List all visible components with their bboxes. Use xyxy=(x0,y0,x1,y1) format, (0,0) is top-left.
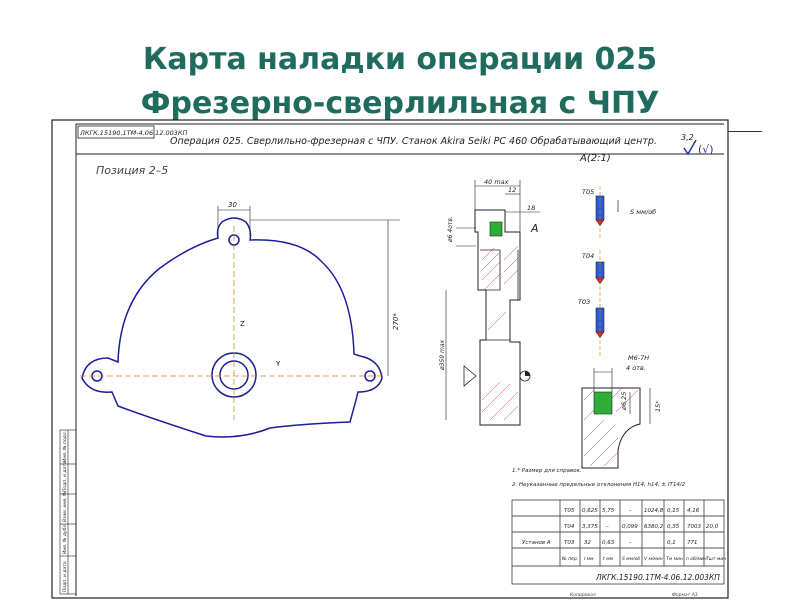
svg-text:V м/мин: V м/мин xyxy=(644,556,663,562)
svg-text:–: – xyxy=(629,540,632,546)
axis-y-label: Y xyxy=(275,360,281,368)
dim-12: 12 xyxy=(508,186,516,194)
svg-text:Подп. и дата: Подп. и дата xyxy=(62,561,68,592)
dim-270: 270* xyxy=(392,313,400,330)
svg-text:Инв. № подл.: Инв. № подл. xyxy=(62,431,68,462)
stamp-format: Формат А3 xyxy=(672,592,698,598)
svg-text:l мм: l мм xyxy=(584,556,594,562)
top-stamp-box xyxy=(77,125,155,139)
section-view xyxy=(463,209,531,426)
svg-text:S мм/об: S мм/об xyxy=(622,556,640,562)
tool-T03: Т03 xyxy=(578,298,605,356)
svg-text:3,375: 3,375 xyxy=(582,524,598,530)
slide-title-line-2: Фрезерно-сверлильная с ЧПУ xyxy=(140,86,660,121)
thread-label: М6-7Н xyxy=(628,354,649,362)
detail-section xyxy=(581,387,641,469)
svg-text:0,625: 0,625 xyxy=(582,508,598,514)
dim-15: 15* xyxy=(654,400,662,412)
svg-text:0,15: 0,15 xyxy=(667,508,680,514)
svg-text:Tм мин: Tм мин xyxy=(666,556,683,562)
svg-text:Подп. и дата: Подп. и дата xyxy=(62,461,68,492)
svg-text:Взам. инв. №: Взам. инв. № xyxy=(62,491,68,522)
svg-text:7003: 7003 xyxy=(687,524,701,530)
svg-text:0,63: 0,63 xyxy=(602,540,615,546)
note-2: 2. Неуказанные предельные отклонения Н14… xyxy=(512,482,686,488)
svg-text:1024,8: 1024,8 xyxy=(644,508,664,514)
title-rule xyxy=(720,131,762,132)
svg-text:Т04: Т04 xyxy=(582,252,594,260)
detail-dimensions xyxy=(593,368,651,424)
feed-label: S мм/об xyxy=(630,208,656,216)
axis-z-label: Z xyxy=(240,320,245,328)
roughness-value: 3,2 xyxy=(681,133,694,142)
dim-625: ø6,25 xyxy=(620,392,628,411)
svg-text:Т05: Т05 xyxy=(582,188,594,196)
drawing-header: Операция 025. Сверлильно-фрезерная с ЧПУ… xyxy=(170,136,657,147)
svg-text:6380,2: 6380,2 xyxy=(644,524,664,530)
svg-text:Tшт мин: Tшт мин xyxy=(706,556,726,562)
svg-text:t мм: t мм xyxy=(603,556,614,562)
svg-text:n об/мин: n об/мин xyxy=(686,556,707,562)
slide-title-line-1: Карта наладки операции 025 xyxy=(142,42,658,77)
side-stamp-labels: Инв. № подл. Подп. и дата Взам. инв. № И… xyxy=(62,431,68,592)
dim-40: 40 max xyxy=(484,178,509,186)
svg-text:32: 32 xyxy=(584,540,591,546)
dim-18: 18 xyxy=(527,204,535,212)
section-dimensions xyxy=(445,180,540,420)
svg-text:Т03: Т03 xyxy=(578,298,590,306)
machining-table xyxy=(511,499,725,585)
dim-6-holes: ø6 4отв. xyxy=(447,216,454,243)
main-dimensions xyxy=(217,206,400,376)
dim-359: ø359 max xyxy=(439,339,446,371)
svg-text:Т05: Т05 xyxy=(564,508,575,514)
svg-text:Т03: Т03 xyxy=(564,540,575,546)
svg-text:4,16: 4,16 xyxy=(687,508,700,514)
svg-text:Инв. № дубл.: Инв. № дубл. xyxy=(62,523,68,554)
svg-text:0,099: 0,099 xyxy=(622,524,638,530)
position-label: Позиция 2–5 xyxy=(96,164,168,177)
dim-30: 30 xyxy=(228,201,237,209)
tool-T05: Т05 xyxy=(582,186,605,240)
tool-T04: Т04 xyxy=(582,250,605,296)
thread-holes-label: 4 отв. xyxy=(626,364,646,372)
svg-text:–: – xyxy=(606,524,609,530)
center-lines xyxy=(80,226,386,420)
svg-text:20,0: 20,0 xyxy=(706,524,719,530)
svg-text:–: – xyxy=(629,508,632,514)
svg-text:771: 771 xyxy=(687,540,698,546)
stamp-copied: Копировал xyxy=(570,592,596,598)
table-cells: Т05 0,625 5,75 – 1024,8 0,15 4,16 Т04 3,… xyxy=(522,508,726,562)
svg-text:Т04: Т04 xyxy=(564,524,575,530)
roughness-icon xyxy=(683,139,697,156)
sheet-frame xyxy=(51,119,729,599)
note-1: 1.* Размер для справок. xyxy=(512,468,582,474)
svg-text:5,75: 5,75 xyxy=(602,508,615,514)
view-a-label: А(2:1) xyxy=(579,153,611,164)
svg-text:Установ А: Установ А xyxy=(522,540,551,546)
stamp-designation: ЛКГК.15190.1ТМ-4.06.12.003КП xyxy=(595,573,720,582)
svg-text:№ пер.: № пер. xyxy=(561,556,578,562)
roughness-brackets-icon: (√) xyxy=(698,143,714,156)
top-stamp-text: ЛКГК.15190.1ТМ-4.06.12.003КП xyxy=(79,129,188,137)
section-a-label: А xyxy=(530,222,539,235)
svg-text:0,1: 0,1 xyxy=(667,540,676,546)
side-stamp-strip xyxy=(59,429,77,595)
svg-text:0,35: 0,35 xyxy=(667,524,680,530)
